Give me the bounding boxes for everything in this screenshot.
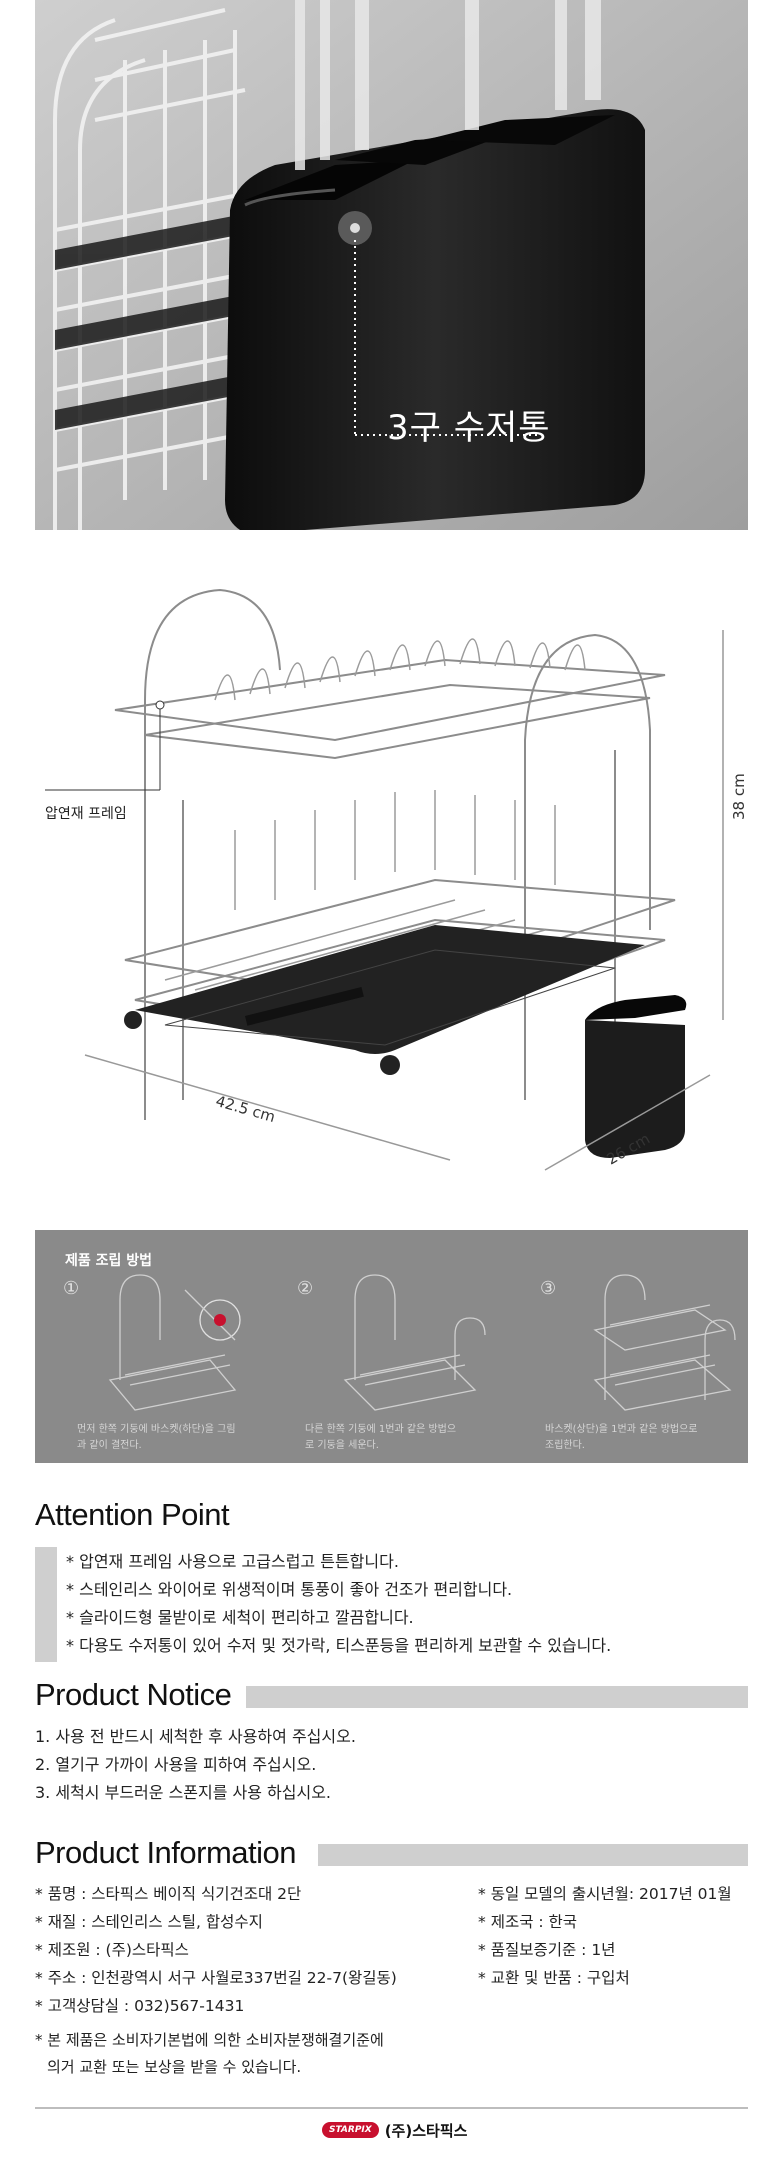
logo-text: (주)스타픽스 <box>384 2121 468 2140</box>
attention-list: 압연재 프레임 사용으로 고급스럽고 튼튼합니다. 스테인리스 와이어로 위생적… <box>66 1548 611 1660</box>
notice-list: 1. 사용 전 반드시 세척한 후 사용하여 주십시오. 2. 열기구 가까이 … <box>35 1723 356 1807</box>
assembly-illustrations <box>108 1274 736 1411</box>
assembly-section: 제품 조립 방법 ① ② ③ 먼저 한쪽 기둥에 바스켓(하단)을 그림과 같이… <box>35 1230 748 1463</box>
step-1-description: 먼저 한쪽 기둥에 바스켓(하단)을 그림과 같이 결전다. <box>77 1424 236 1451</box>
dimension-diagram: 42.5 cm 26 cm 38 cm <box>35 580 748 1220</box>
info-item: 재질 : 스테인리스 스틸, 합성수지 <box>35 1908 397 1936</box>
consumer-note-line-1: * 본 제품은 소비자기본법에 의한 소비자분쟁해결기준에 <box>35 2031 384 2049</box>
hero-label: 3구 수저통 <box>387 408 551 448</box>
info-item: 제조국 : 한국 <box>478 1908 732 1936</box>
notice-item: 3. 세척시 부드러운 스폰지를 사용 하십시오. <box>35 1783 332 1802</box>
info-item: 주소 : 인천광역시 서구 사월로337번길 22-7(왕길동) <box>35 1964 397 1992</box>
step-2-number: ② <box>297 1278 314 1299</box>
logo-badge: STARPIX <box>322 2122 379 2138</box>
info-item: 품질보증기준 : 1년 <box>478 1936 732 1964</box>
notice-item: 1. 사용 전 반드시 세척한 후 사용하여 주십시오. <box>35 1727 356 1746</box>
consumer-note-line-2: 의거 교환 또는 보상을 받을 수 있습니다. <box>47 2058 302 2076</box>
notice-item: 2. 열기구 가까이 사용을 피하여 주십시오. <box>35 1755 317 1774</box>
step-2-description: 다른 한쪽 기둥에 1번과 같은 방법으로 기둥을 세운다. <box>305 1424 457 1451</box>
attention-accent-bar <box>35 1547 57 1662</box>
dish-rack-drawing <box>45 588 724 1171</box>
attention-item: 스테인리스 와이어로 위생적이며 통풍이 좋아 건조가 편리합니다. <box>66 1576 611 1604</box>
step-1-number: ① <box>63 1278 80 1299</box>
footer-divider <box>35 2107 748 2109</box>
info-item: 제조원 : (주)스타픽스 <box>35 1936 397 1964</box>
info-item: 품명 : 스타픽스 베이직 식기건조대 2단 <box>35 1880 397 1908</box>
frame-label: 압연재 프레임 <box>45 806 127 822</box>
hero-photo: 3구 수저통 <box>35 0 748 530</box>
info-item: 교환 및 반품 : 구입처 <box>478 1964 732 1992</box>
cutlery-holder-illustration <box>35 0 748 530</box>
info-right-list: 동일 모델의 출시년월: 2017년 01월 제조국 : 한국 품질보증기준 :… <box>478 1880 732 1992</box>
notice-title-bar <box>246 1686 748 1708</box>
assembly-title: 제품 조립 방법 <box>65 1253 153 1269</box>
info-left-list: 품명 : 스타픽스 베이직 식기건조대 2단 재질 : 스테인리스 스틸, 합성… <box>35 1880 397 2020</box>
info-title: Product Information <box>35 1835 297 1870</box>
attention-title: Attention Point <box>35 1497 230 1532</box>
attention-item: 슬라이드형 물받이로 세척이 편리하고 깔끔합니다. <box>66 1604 611 1632</box>
step-3-description: 바스켓(상단)을 1번과 같은 방법으로 조립한다. <box>545 1424 698 1451</box>
info-item: 고객상담실 : 032)567-1431 <box>35 1992 397 2020</box>
info-title-bar <box>318 1844 748 1866</box>
height-dimension: 38 cm <box>730 773 748 820</box>
attention-item: 압연재 프레임 사용으로 고급스럽고 튼튼합니다. <box>66 1548 611 1576</box>
consumer-note: * 본 제품은 소비자기본법에 의한 소비자분쟁해결기준에 의거 교환 또는 보… <box>35 2027 455 2081</box>
notice-title: Product Notice <box>35 1677 232 1712</box>
step-3-number: ③ <box>540 1278 557 1299</box>
attention-item: 다용도 수저통이 있어 수저 및 젓가락, 티스푼등을 편리하게 보관할 수 있… <box>66 1632 611 1660</box>
info-item: 동일 모델의 출시년월: 2017년 01월 <box>478 1880 732 1908</box>
company-logo: STARPIX (주)스타픽스 <box>322 2118 467 2142</box>
